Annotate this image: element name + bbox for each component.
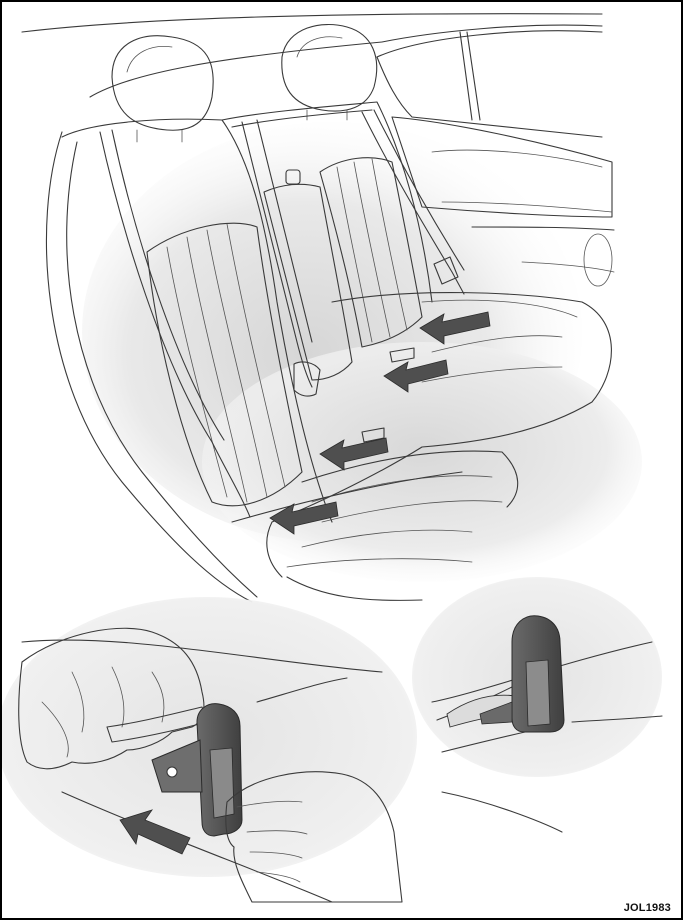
figure-reference-code: JOL1983 [624,902,671,914]
right-headrest [282,25,377,112]
tab-installed-detail [412,577,662,832]
roofline [22,14,602,32]
hands-inserting-tab [2,597,417,902]
rear-seat-overview [22,14,642,602]
left-headrest [112,36,213,130]
